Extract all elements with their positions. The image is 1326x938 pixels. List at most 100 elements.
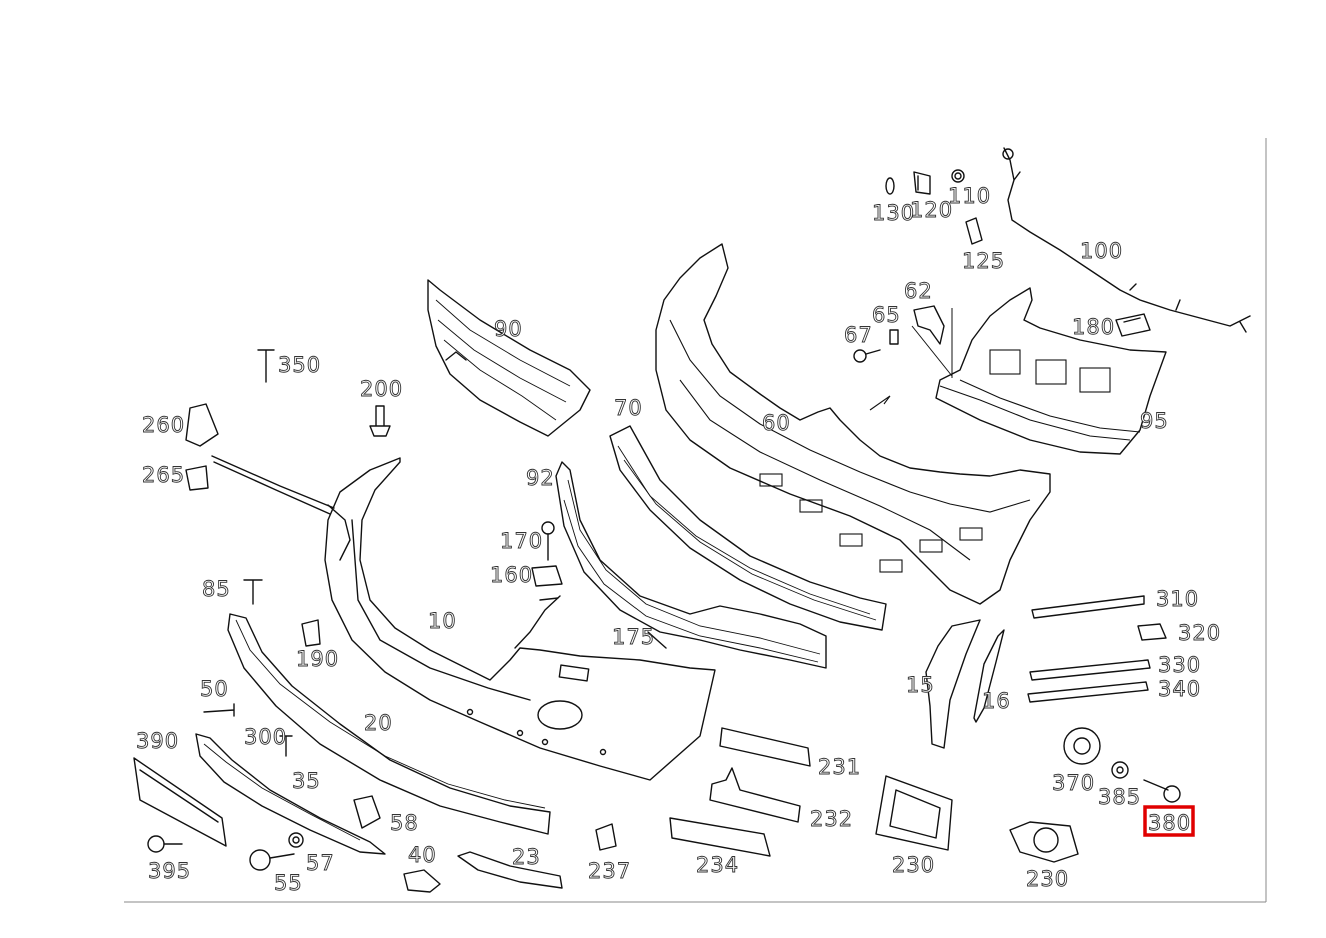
part-232-trim[interactable] bbox=[709, 767, 801, 823]
part-55-bolt[interactable] bbox=[249, 849, 295, 871]
part-58-bracket[interactable] bbox=[353, 795, 381, 829]
part-231-trim[interactable] bbox=[719, 727, 811, 767]
part-100-connector[interactable] bbox=[1002, 148, 1014, 160]
part-125-cover[interactable] bbox=[965, 217, 983, 245]
callout-175[interactable]: 175 bbox=[612, 625, 655, 650]
part-70-bumper-carrier[interactable] bbox=[609, 425, 887, 631]
callout-340[interactable]: 340 bbox=[1158, 677, 1201, 702]
part-190-clip[interactable] bbox=[301, 619, 321, 647]
callout-230-frame[interactable]: 230 bbox=[892, 853, 935, 878]
part-180-bracket[interactable] bbox=[1115, 313, 1151, 337]
part-92-lower-grille[interactable] bbox=[555, 461, 827, 669]
part-67-screw[interactable] bbox=[853, 349, 881, 363]
callout-65[interactable]: 65 bbox=[872, 303, 901, 328]
part-40-clip[interactable] bbox=[403, 869, 441, 893]
part-175-screw[interactable] bbox=[647, 631, 667, 649]
part-260-bracket[interactable] bbox=[185, 403, 219, 447]
callout-330[interactable]: 330 bbox=[1158, 653, 1201, 678]
part-95-front-carrier[interactable] bbox=[935, 287, 1167, 455]
part-100-wiring-harness[interactable] bbox=[1003, 147, 1251, 333]
part-23-trim[interactable] bbox=[457, 851, 563, 889]
part-230-fog-frame[interactable] bbox=[875, 775, 953, 851]
callout-160[interactable]: 160 bbox=[490, 563, 533, 588]
callout-70[interactable]: 70 bbox=[614, 396, 643, 421]
part-330-strip[interactable] bbox=[1029, 659, 1151, 681]
callout-300[interactable]: 300 bbox=[244, 725, 287, 750]
callout-320[interactable]: 320 bbox=[1178, 621, 1221, 646]
part-234-trim[interactable] bbox=[669, 817, 771, 857]
callout-50[interactable]: 50 bbox=[200, 677, 229, 702]
part-390-license-plate-bracket[interactable] bbox=[133, 757, 227, 847]
part-85-clip[interactable] bbox=[243, 579, 263, 605]
callout-120[interactable]: 120 bbox=[910, 198, 953, 223]
part-350-bolt[interactable] bbox=[257, 349, 275, 383]
callout-230-cover[interactable]: 230 bbox=[1026, 867, 1069, 892]
part-385-washer[interactable] bbox=[1111, 761, 1129, 779]
callout-55[interactable]: 55 bbox=[274, 871, 303, 896]
part-90-upper-grille[interactable] bbox=[427, 279, 591, 437]
part-237-bracket[interactable] bbox=[595, 823, 617, 851]
callout-260[interactable]: 260 bbox=[142, 413, 185, 438]
callout-95[interactable]: 95 bbox=[1140, 409, 1169, 434]
callout-125[interactable]: 125 bbox=[962, 249, 1005, 274]
part-370-gear[interactable] bbox=[1063, 727, 1101, 765]
callout-15[interactable]: 15 bbox=[906, 673, 935, 698]
callout-350[interactable]: 350 bbox=[278, 353, 321, 378]
part-120-sensor-holder[interactable] bbox=[913, 171, 931, 195]
callout-40[interactable]: 40 bbox=[408, 843, 437, 868]
callout-130[interactable]: 130 bbox=[872, 201, 915, 226]
part-20-lower-spoiler[interactable] bbox=[227, 613, 551, 835]
callout-57[interactable]: 57 bbox=[306, 851, 335, 876]
callout-16[interactable]: 16 bbox=[982, 689, 1011, 714]
callout-20[interactable]: 20 bbox=[364, 711, 393, 736]
callout-265[interactable]: 265 bbox=[142, 463, 185, 488]
callout-100[interactable]: 100 bbox=[1080, 239, 1123, 264]
callout-310[interactable]: 310 bbox=[1156, 587, 1199, 612]
callout-370[interactable]: 370 bbox=[1052, 771, 1095, 796]
callout-170[interactable]: 170 bbox=[500, 529, 543, 554]
part-50-bolt[interactable] bbox=[203, 703, 235, 717]
part-170-screw[interactable] bbox=[541, 521, 555, 561]
part-110-sensor[interactable] bbox=[951, 169, 965, 183]
part-35-lower-shield[interactable] bbox=[195, 733, 386, 855]
part-265-clip[interactable] bbox=[185, 465, 209, 491]
callout-85[interactable]: 85 bbox=[202, 577, 231, 602]
callout-92[interactable]: 92 bbox=[526, 466, 555, 491]
part-15-trim-left[interactable] bbox=[925, 619, 981, 749]
callout-232[interactable]: 232 bbox=[810, 807, 853, 832]
part-65-clip[interactable] bbox=[889, 329, 899, 345]
callout-62[interactable]: 62 bbox=[904, 279, 933, 304]
callout-10[interactable]: 10 bbox=[428, 609, 457, 634]
callout-60[interactable]: 60 bbox=[762, 411, 791, 436]
part-57-washer[interactable] bbox=[288, 832, 304, 848]
part-62-bracket[interactable] bbox=[913, 305, 945, 345]
callout-23[interactable]: 23 bbox=[512, 845, 541, 870]
part-230-fog-lamp-cover[interactable] bbox=[1009, 821, 1079, 863]
part-16-trim-right[interactable] bbox=[973, 629, 1005, 723]
callout-234[interactable]: 234 bbox=[696, 853, 739, 878]
part-10-trim-strip[interactable] bbox=[211, 455, 335, 515]
callout-110[interactable]: 110 bbox=[948, 184, 991, 209]
callout-190[interactable]: 190 bbox=[296, 647, 339, 672]
part-160-clip[interactable] bbox=[531, 565, 563, 587]
callout-395[interactable]: 395 bbox=[148, 859, 191, 884]
part-10-bumper-cover[interactable] bbox=[324, 457, 716, 781]
part-320-clip[interactable] bbox=[1137, 623, 1167, 641]
part-200-clip[interactable] bbox=[369, 405, 391, 437]
part-310-bracket[interactable] bbox=[1031, 595, 1145, 619]
part-340-strip[interactable] bbox=[1027, 681, 1149, 703]
callout-390[interactable]: 390 bbox=[136, 729, 179, 754]
callout-237[interactable]: 237 bbox=[588, 859, 631, 884]
callout-58[interactable]: 58 bbox=[390, 811, 419, 836]
callout-200[interactable]: 200 bbox=[360, 377, 403, 402]
callout-67[interactable]: 67 bbox=[844, 323, 873, 348]
callout-35[interactable]: 35 bbox=[292, 769, 321, 794]
callout-90[interactable]: 90 bbox=[494, 317, 523, 342]
callout-231[interactable]: 231 bbox=[818, 755, 861, 780]
callout-385[interactable]: 385 bbox=[1098, 785, 1141, 810]
part-300-screw[interactable] bbox=[279, 735, 293, 757]
part-130-grommet[interactable] bbox=[885, 177, 895, 195]
callout-180[interactable]: 180 bbox=[1072, 315, 1115, 340]
part-395-bolt[interactable] bbox=[147, 835, 183, 853]
part-60-impact-absorber[interactable] bbox=[655, 243, 1051, 605]
